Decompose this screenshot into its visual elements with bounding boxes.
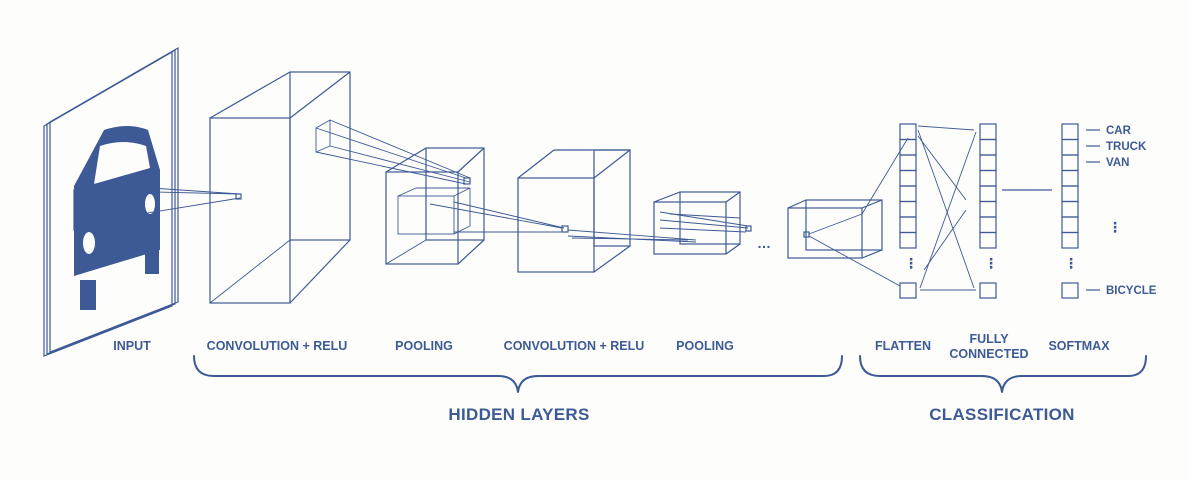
pool1-block — [386, 148, 568, 264]
label-conv1: CONVOLUTION + RELU — [207, 339, 348, 353]
softmax-cell — [1062, 202, 1078, 218]
fc-cell — [980, 171, 996, 187]
softmax-cell — [1062, 155, 1078, 171]
fc-cell — [980, 233, 996, 249]
final-feature-block — [788, 138, 908, 286]
classes-vertical-ellipsis: ⋮ — [1108, 219, 1122, 235]
fc-connections — [918, 126, 976, 290]
flatten-cell — [900, 217, 916, 233]
fc-cell — [980, 124, 996, 140]
fully-connected-column — [980, 124, 996, 298]
fc-cell — [980, 140, 996, 156]
pool2-block — [654, 192, 751, 254]
softmax-cell — [1062, 124, 1078, 140]
class-label-van: VAN — [1106, 157, 1129, 169]
conv1-block — [210, 72, 470, 303]
flatten-cell — [900, 186, 916, 202]
hidden-layers-brace — [194, 356, 842, 392]
fc-cell — [980, 217, 996, 233]
flatten-last-cell — [900, 283, 916, 298]
flatten-cell — [900, 202, 916, 218]
flatten-cell — [900, 124, 916, 140]
softmax-cell — [1062, 186, 1078, 202]
classification-brace — [860, 356, 1146, 392]
flatten-cell — [900, 155, 916, 171]
input-image — [44, 48, 240, 356]
flatten-cell — [900, 171, 916, 187]
softmax-cell — [1062, 140, 1078, 156]
label-flatten: FLATTEN — [875, 339, 931, 353]
flatten-vertical-ellipsis: ⋮ — [904, 255, 918, 271]
label-connected: CONNECTED — [949, 347, 1028, 361]
label-fully: FULLY — [969, 332, 1009, 346]
flatten-cell — [900, 233, 916, 249]
label-classification: CLASSIFICATION — [929, 405, 1075, 424]
softmax-cell — [1062, 217, 1078, 233]
flatten-column — [900, 124, 916, 298]
class-label-truck: TRUCK — [1106, 141, 1147, 153]
label-pool1: POOLING — [395, 339, 453, 353]
fc-last-cell — [980, 283, 996, 298]
class-label-car: CAR — [1106, 125, 1132, 137]
label-softmax: SOFTMAX — [1048, 339, 1110, 353]
label-hidden-layers: HIDDEN LAYERS — [448, 405, 589, 424]
class-labels: CAR TRUCK VAN BICYCLE — [1086, 125, 1157, 297]
softmax-column — [1062, 124, 1078, 298]
fc-cell — [980, 155, 996, 171]
softmax-cell — [1062, 171, 1078, 187]
fc-cell — [980, 202, 996, 218]
fc-cell — [980, 186, 996, 202]
label-pool2: POOLING — [676, 339, 734, 353]
softmax-vertical-ellipsis: ⋮ — [1064, 255, 1078, 271]
class-label-bicycle: BICYCLE — [1106, 285, 1157, 297]
fc-vertical-ellipsis: ⋮ — [984, 255, 998, 271]
softmax-cell — [1062, 233, 1078, 249]
softmax-last-cell — [1062, 283, 1078, 298]
layers-ellipsis: … — [757, 235, 771, 251]
label-conv2: CONVOLUTION + RELU — [504, 339, 645, 353]
label-input: INPUT — [113, 339, 151, 353]
